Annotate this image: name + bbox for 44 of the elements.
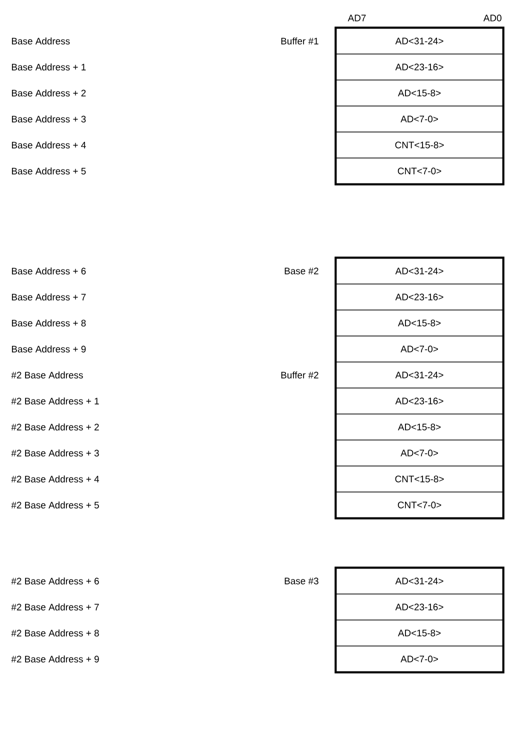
address-label: Base Address + 2 [12, 90, 86, 96]
address-label: #2 Base Address + 5 [11, 502, 99, 508]
address-label: #2 Base Address + 1 [11, 398, 99, 404]
register-cell: AD<15-8> [336, 414, 504, 440]
address-label: Base Address + 3 [12, 116, 86, 122]
address-label: Buffer #1 [281, 38, 318, 44]
register-cell: CNT<15-8> [336, 466, 504, 492]
address-label: #2 Base Address + 3 [11, 450, 99, 456]
register-cell: CNT<7-0> [336, 492, 504, 518]
address-label: #2 Base Address + 2 [11, 424, 99, 430]
register-cell: AD<23-16> [336, 594, 504, 620]
address-label: #2 Base Address + 7 [11, 604, 99, 610]
register-cell: AD<31-24> [336, 362, 504, 388]
address-label: Base Address + 4 [12, 142, 86, 148]
address-label: Buffer #2 [281, 372, 318, 378]
address-label: #2 Base Address [11, 372, 83, 378]
address-label: Base #2 [284, 268, 318, 274]
register-cell: AD<31-24> [336, 28, 504, 54]
register-cell: AD<7-0> [336, 106, 504, 132]
register-cell: AD<15-8> [336, 620, 504, 646]
register-cell: AD<7-0> [336, 336, 504, 362]
register-cell: CNT<15-8> [336, 132, 504, 158]
register-cell: AD<23-16> [336, 284, 504, 310]
address-label: Base Address + 6 [12, 268, 86, 274]
register-cell: AD<7-0> [336, 646, 504, 672]
address-label: Base Address + 9 [12, 346, 86, 352]
register-cell: AD<15-8> [336, 80, 504, 106]
address-label: Base Address + 8 [12, 320, 86, 326]
register-cell: AD<23-16> [336, 388, 504, 414]
address-label: #2 Base Address + 9 [11, 656, 99, 662]
address-label: Base Address [12, 38, 70, 44]
register-cell: AD<15-8> [336, 310, 504, 336]
address-label: Base Address + 7 [12, 294, 86, 300]
register-cell: AD<31-24> [336, 258, 504, 284]
address-label: Base Address + 1 [12, 64, 86, 70]
register-cell: AD<7-0> [336, 440, 504, 466]
address-label: #2 Base Address + 4 [11, 476, 100, 482]
address-label: Base Address + 5 [12, 168, 86, 174]
register-cell: AD<23-16> [336, 54, 504, 80]
register-cell: CNT<7-0> [336, 158, 504, 184]
address-label: #2 Base Address + 6 [11, 578, 99, 584]
register-cell: AD<31-24> [336, 568, 504, 594]
address-label: Base #3 [284, 578, 318, 584]
address-label: #2 Base Address + 8 [11, 630, 99, 636]
